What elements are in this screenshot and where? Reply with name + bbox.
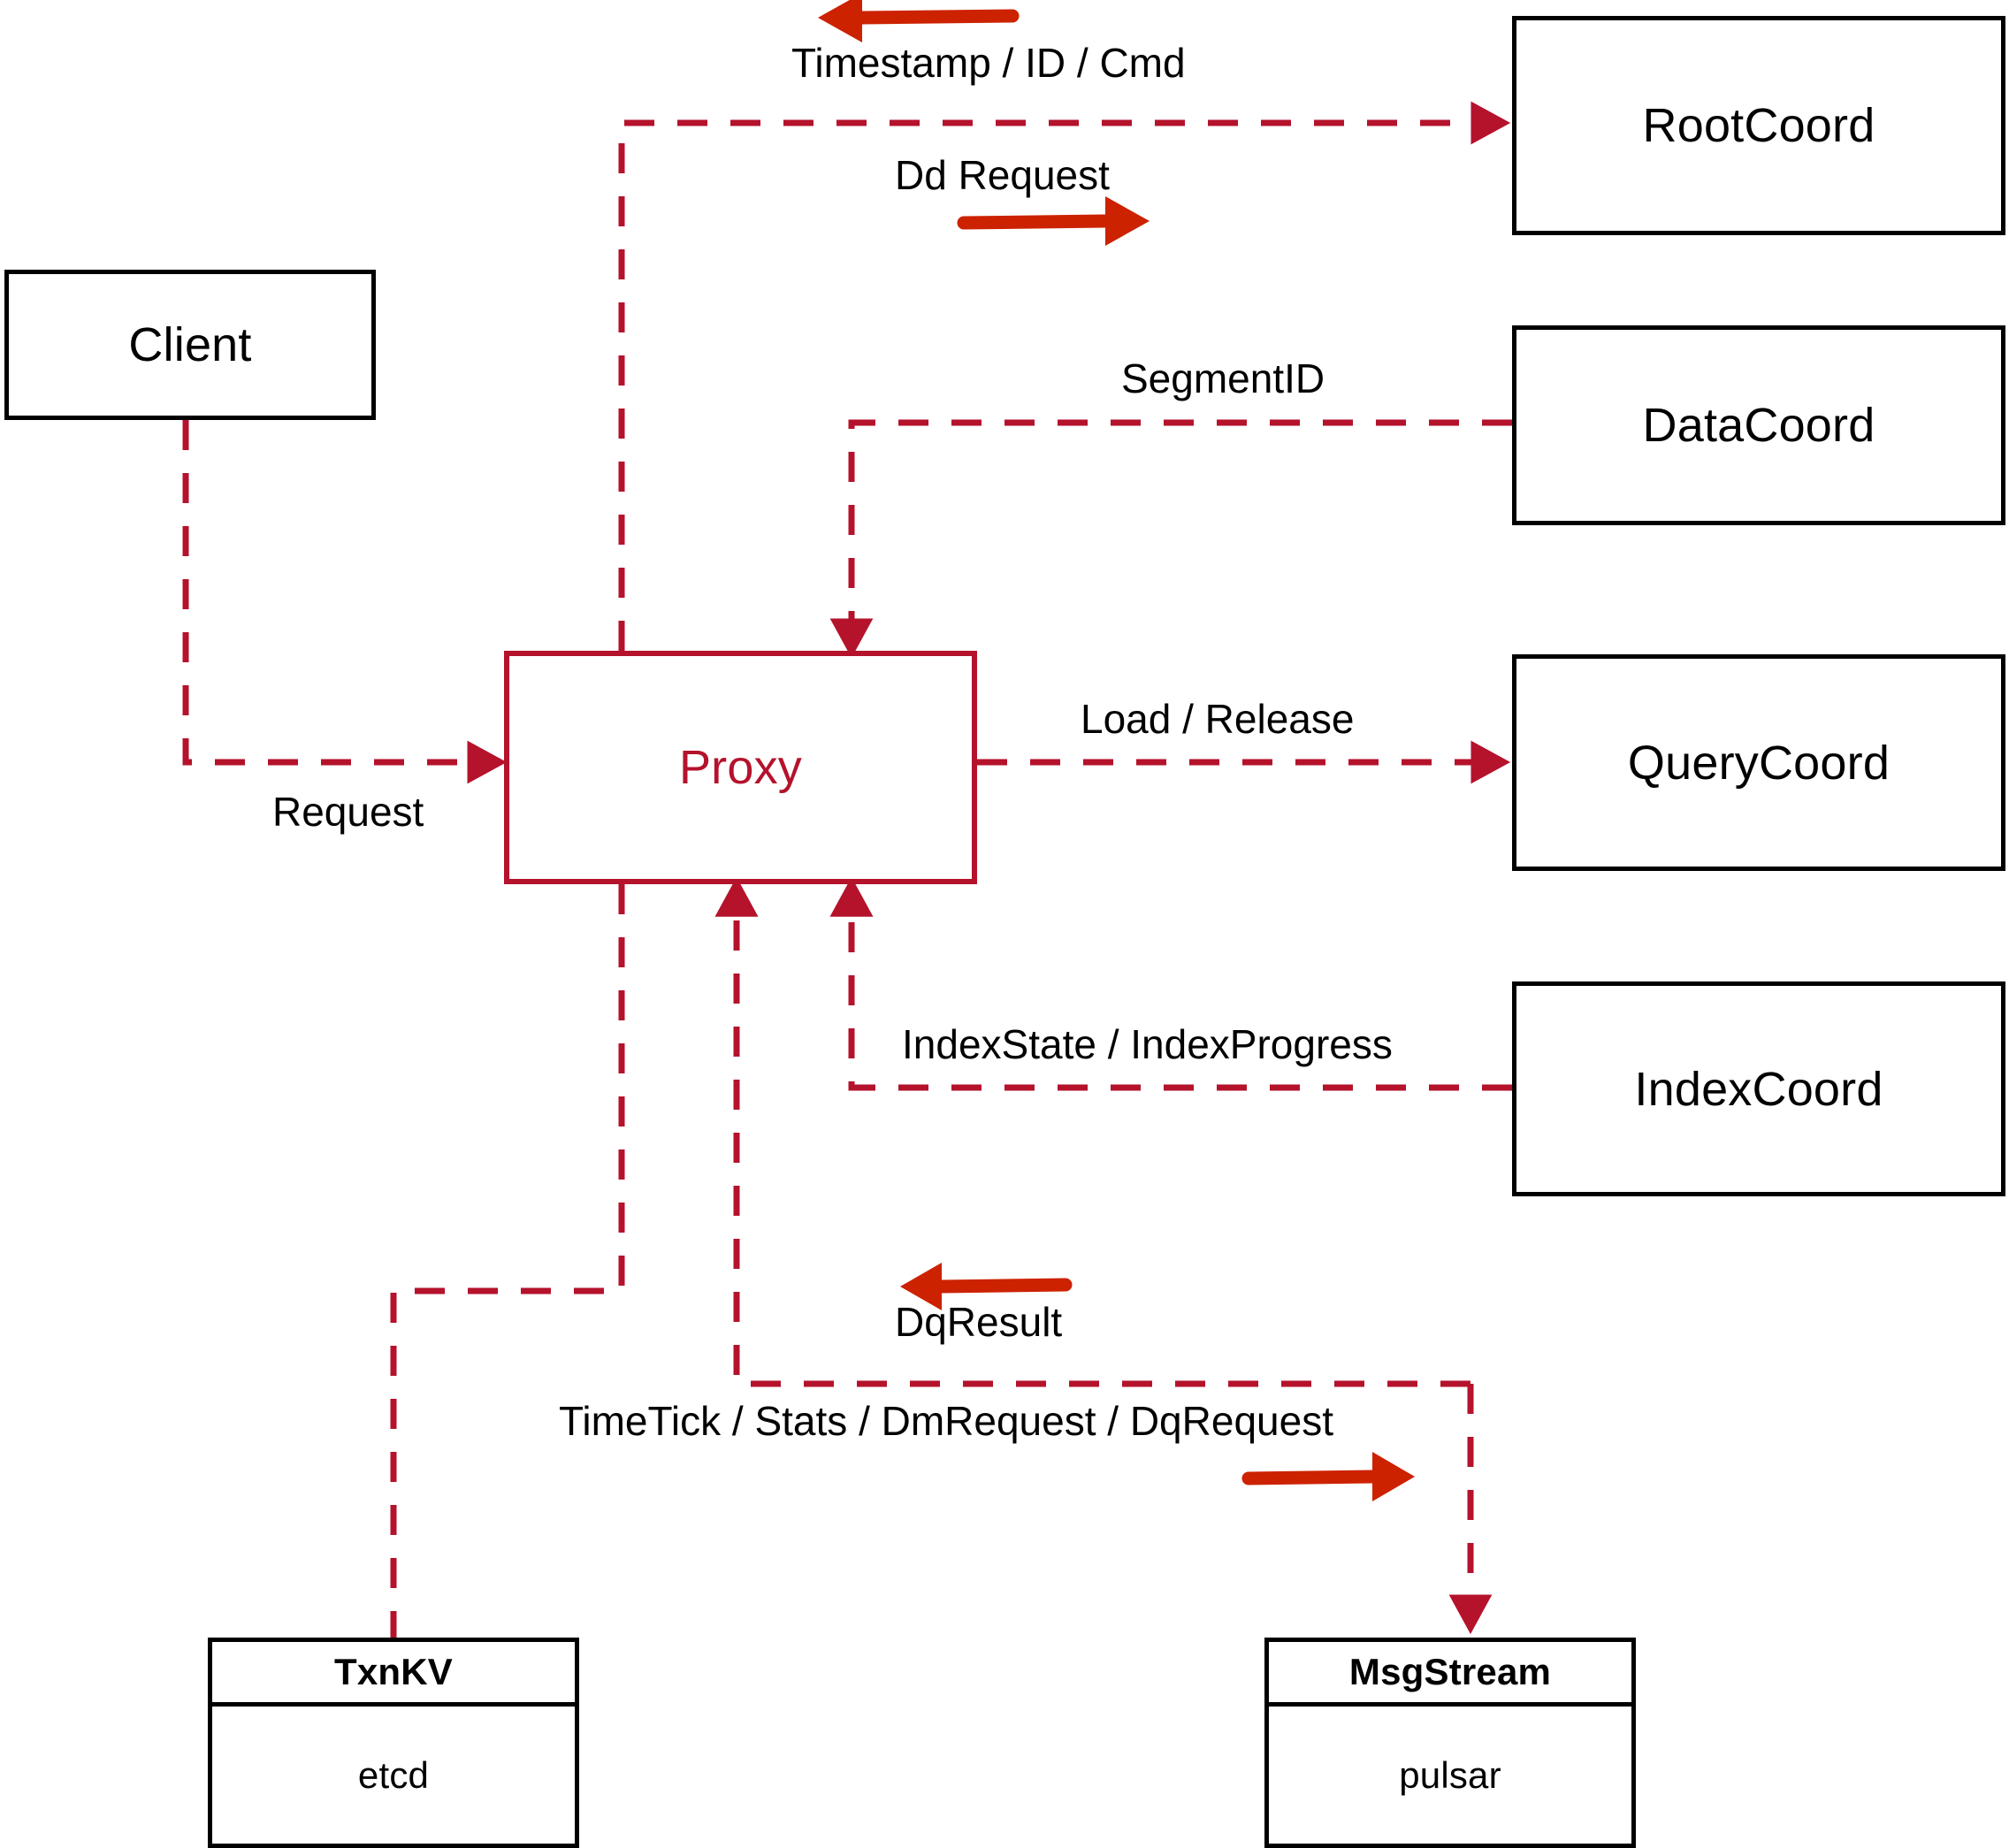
edge-label-index-state-progress: IndexState / IndexProgress [902,1021,1393,1067]
edge-client-to-proxy [182,420,508,784]
node-indexcoord-label: IndexCoord [1634,1062,1883,1116]
node-msgstream[interactable]: MsgStream pulsar [1264,1638,1636,1848]
node-msgstream-impl-row: pulsar [1269,1707,1631,1844]
edge-label-request: Request [272,789,424,835]
edge-datacoord-to-proxy [829,419,1512,659]
direction-arrow-dqrequest-right [1241,1452,1415,1501]
node-rootcoord[interactable]: RootCoord [1512,16,2005,235]
node-client-label: Client [128,318,252,371]
edge-label-timetick-stats-dm-dq: TimeTick / Stats / DmRequest / DqRequest [559,1398,1333,1444]
node-client[interactable]: Client [4,270,376,420]
node-txnkv-impl: etcd [357,1753,430,1796]
edge-label-load-release: Load / Release [1081,696,1355,742]
edge-label-segment-id: SegmentID [1121,355,1325,401]
edge-label-dq-result: DqResult [895,1299,1063,1345]
node-querycoord[interactable]: QueryCoord [1512,654,2005,871]
node-querycoord-label: QueryCoord [1627,736,1891,790]
edge-label-timestamp-id-cmd: Timestamp / ID / Cmd [791,40,1186,86]
direction-arrow-timestamp-left [818,0,1020,42]
node-proxy-label: Proxy [678,741,803,794]
node-msgstream-impl: pulsar [1399,1753,1501,1796]
node-txnkv-impl-row: etcd [212,1707,575,1844]
node-rootcoord-label: RootCoord [1642,99,1875,152]
node-datacoord[interactable]: DataCoord [1512,325,2005,525]
node-txnkv[interactable]: TxnKV etcd [208,1638,579,1848]
edge-msgstream-to-proxy [714,876,1470,1387]
node-msgstream-title: MsgStream [1348,1651,1552,1692]
node-indexcoord[interactable]: IndexCoord [1512,981,2005,1196]
edge-proxy-to-rootcoord [618,101,1511,651]
node-txnkv-title-row: TxnKV [212,1642,575,1707]
node-msgstream-title-row: MsgStream [1269,1642,1631,1707]
node-txnkv-title: TxnKV [333,1651,453,1692]
node-proxy[interactable]: Proxy [504,651,977,884]
node-datacoord-label: DataCoord [1642,399,1875,452]
direction-arrow-ddrequest-right [957,196,1150,246]
edge-proxy-to-txnkv [390,884,625,1638]
edge-label-dd-request: Dd Request [895,152,1110,198]
